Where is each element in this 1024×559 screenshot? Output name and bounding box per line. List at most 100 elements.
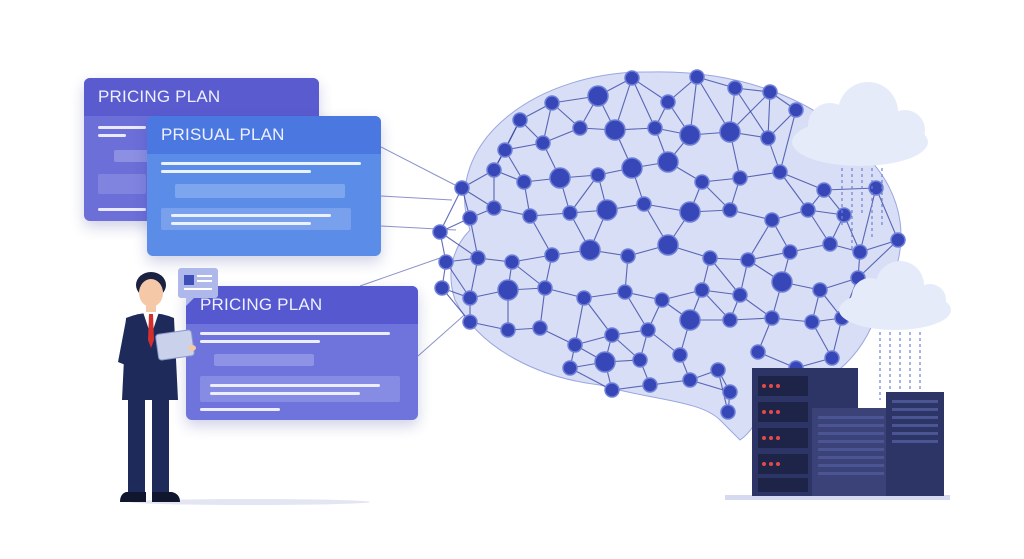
- network-node: [660, 94, 676, 110]
- network-node: [624, 70, 640, 86]
- network-node: [497, 279, 519, 301]
- network-node: [535, 135, 551, 151]
- network-node: [617, 284, 633, 300]
- network-node: [694, 282, 710, 298]
- network-node: [438, 254, 454, 270]
- network-node: [782, 244, 798, 260]
- network-node: [486, 200, 502, 216]
- network-node: [434, 280, 450, 296]
- network-node: [772, 164, 788, 180]
- network-node: [604, 119, 626, 141]
- network-node: [544, 247, 560, 263]
- network-node: [596, 199, 618, 221]
- network-node: [562, 360, 578, 376]
- network-node: [722, 202, 738, 218]
- network-node: [804, 314, 820, 330]
- network-node: [722, 384, 738, 400]
- network-node: [710, 362, 726, 378]
- network-node: [621, 157, 643, 179]
- network-node: [462, 290, 478, 306]
- network-edge: [875, 187, 899, 241]
- network-node: [590, 167, 606, 183]
- tablet-icon: [155, 329, 195, 361]
- network-node: [647, 120, 663, 136]
- pricing-plan-card-2[interactable]: PRICING PLAN: [186, 286, 418, 420]
- network-node: [537, 280, 553, 296]
- network-node: [816, 182, 832, 198]
- network-node: [657, 151, 679, 173]
- network-node: [679, 309, 701, 331]
- network-node: [604, 382, 620, 398]
- network-node: [852, 244, 868, 260]
- network-edge: [747, 219, 773, 261]
- network-node: [890, 232, 906, 248]
- network-node: [771, 271, 793, 293]
- network-node: [486, 162, 502, 178]
- card-title: PRISUAL PLAN: [147, 116, 381, 154]
- network-node: [868, 180, 884, 196]
- network-node: [732, 170, 748, 186]
- network-edge: [859, 187, 877, 253]
- network-node: [462, 210, 478, 226]
- network-edge: [574, 297, 585, 346]
- network-node: [522, 208, 538, 224]
- network-node: [788, 102, 804, 118]
- network-node: [544, 95, 560, 111]
- network-node: [576, 290, 592, 306]
- network-node: [719, 121, 741, 143]
- network-node: [764, 310, 780, 326]
- network-node: [679, 124, 701, 146]
- network-node: [516, 174, 532, 190]
- network-node: [657, 234, 679, 256]
- network-edge: [779, 109, 797, 173]
- network-node: [720, 404, 736, 420]
- network-node: [497, 142, 513, 158]
- network-edge: [734, 87, 769, 139]
- network-node: [567, 337, 583, 353]
- network-edge: [631, 77, 656, 129]
- network-node: [562, 205, 578, 221]
- network-node: [620, 248, 636, 264]
- network-node: [822, 236, 838, 252]
- network-node: [812, 282, 828, 298]
- network-node: [679, 201, 701, 223]
- network-edge: [857, 239, 899, 279]
- network-node: [549, 167, 571, 189]
- network-edge: [709, 257, 741, 296]
- card-title: PRICING PLAN: [84, 78, 319, 116]
- network-node: [722, 312, 738, 328]
- cloud-icon: [792, 82, 928, 166]
- network-node: [462, 314, 478, 330]
- network-node: [702, 250, 718, 266]
- network-node: [762, 84, 778, 100]
- prisual-plan-card[interactable]: PRISUAL PLAN: [147, 116, 381, 256]
- network-node: [750, 344, 766, 360]
- speech-bubble-icon: [178, 268, 218, 306]
- network-node: [642, 377, 658, 393]
- network-node: [636, 196, 652, 212]
- network-edge: [439, 187, 463, 233]
- network-node: [432, 224, 448, 240]
- card-title: PRICING PLAN: [186, 286, 418, 324]
- network-node: [640, 322, 656, 338]
- network-node: [740, 252, 756, 268]
- network-node: [532, 320, 548, 336]
- network-node: [470, 250, 486, 266]
- network-node: [654, 292, 670, 308]
- network-node: [579, 239, 601, 261]
- network-node: [727, 80, 743, 96]
- network-node: [824, 350, 840, 366]
- network-node: [632, 352, 648, 368]
- network-node: [732, 287, 748, 303]
- network-node: [604, 327, 620, 343]
- network-edge: [569, 367, 613, 391]
- network-node: [760, 130, 776, 146]
- network-node: [587, 85, 609, 107]
- network-node: [504, 254, 520, 270]
- network-edge: [569, 174, 599, 214]
